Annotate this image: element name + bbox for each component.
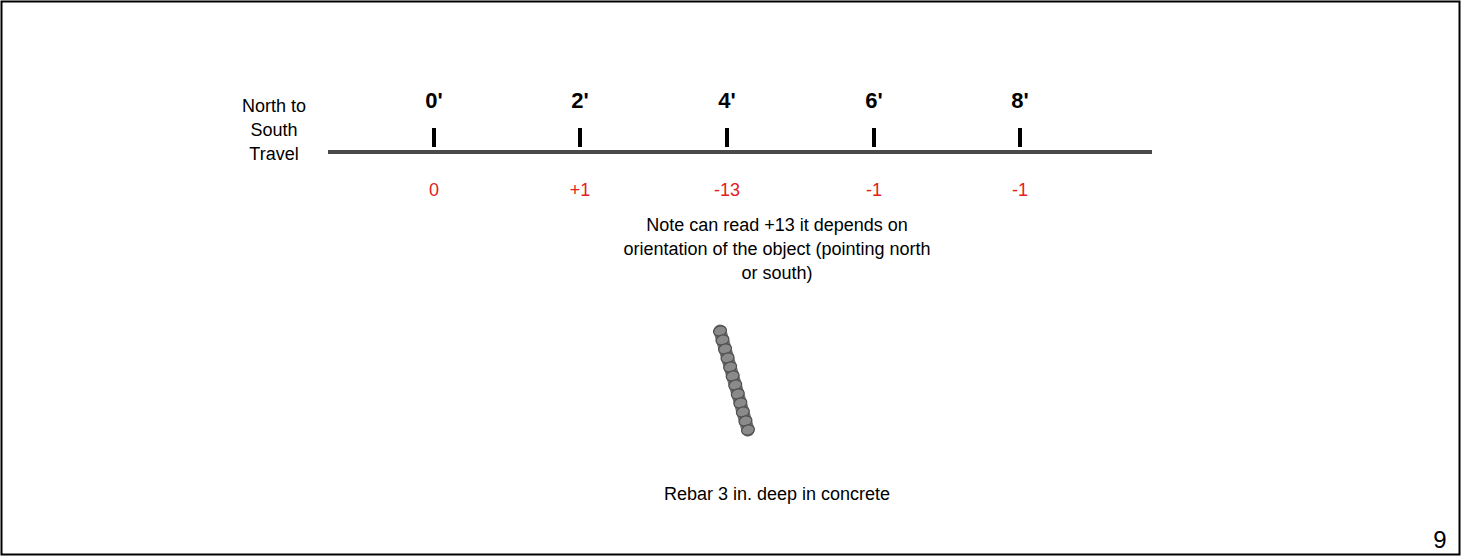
- rebar-rib: [740, 423, 755, 436]
- rebar-illustration: [712, 324, 755, 436]
- axis-caption: North to South Travel: [229, 94, 319, 166]
- distance-label: 4': [718, 88, 735, 114]
- distance-label: 2': [571, 88, 588, 114]
- distance-label: 8': [1011, 88, 1028, 114]
- tick-marks: [434, 128, 1020, 147]
- distance-label: 6': [865, 88, 882, 114]
- reading-value: +1: [570, 179, 591, 201]
- reading-value: 0: [429, 179, 439, 201]
- distance-label: 0': [425, 88, 442, 114]
- caption-text: Rebar 3 in. deep in concrete: [664, 482, 890, 506]
- travel-axis: [328, 150, 1152, 154]
- reading-value: -1: [1012, 179, 1028, 201]
- note-text: Note can read +13 it depends on orientat…: [622, 213, 932, 285]
- reading-value: -1: [866, 179, 882, 201]
- page-number: 9: [1433, 526, 1446, 554]
- reading-value: -13: [714, 179, 740, 201]
